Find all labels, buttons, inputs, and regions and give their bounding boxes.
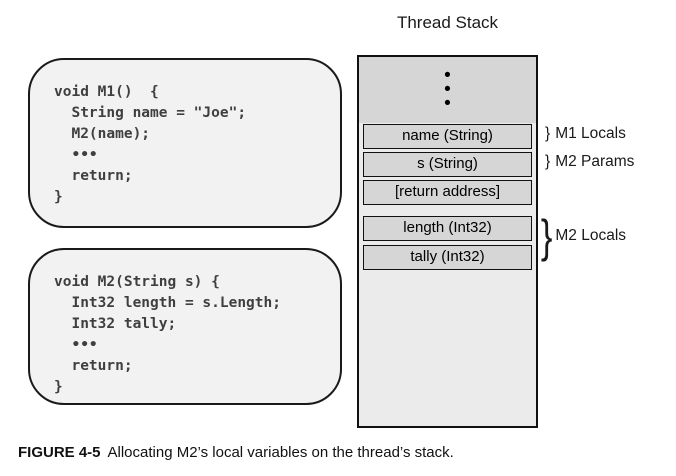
code-line: String name = "Joe"; [54, 105, 247, 121]
figure-caption-text: Allocating M2’s local variables on the t… [107, 444, 454, 461]
stack-cell-length: length (Int32) [363, 216, 532, 241]
brace-glyph: } [545, 125, 551, 142]
code-box-m1: void M1() { String name = "Joe"; M2(name… [28, 58, 342, 228]
brace-glyph-large: } [540, 210, 553, 262]
brace-glyph: } [545, 153, 551, 170]
stack-cell-s: s (String) [363, 152, 532, 177]
stack-cell-return-address: [return address] [363, 180, 532, 205]
annotation-label: M2 Locals [555, 227, 627, 244]
code-line: ••• [54, 337, 98, 353]
annotation-m1-locals: }M1 Locals [545, 125, 626, 143]
code-line: ••• [54, 147, 98, 163]
code-box-m2: void M2(String s) { Int32 length = s.Len… [28, 248, 342, 405]
code-line: } [54, 189, 63, 205]
code-line: } [54, 379, 63, 395]
code-line: Int32 length = s.Length; [54, 295, 281, 311]
code-line: return; [54, 358, 133, 374]
code-line: Int32 tally; [54, 316, 177, 332]
stack-cell-tally: tally (Int32) [363, 245, 532, 270]
annotation-m2-params: }M2 Params [545, 153, 634, 171]
ellipsis-dot: • [444, 65, 451, 86]
annotation-m2-locals: }M2 Locals [539, 206, 626, 266]
code-line: return; [54, 168, 133, 184]
figure-caption: FIGURE 4-5 Allocating M2’s local variable… [18, 444, 454, 461]
stack-ellipsis-region: • • • [359, 57, 536, 123]
code-line: void M2(String s) { [54, 274, 220, 290]
annotation-label: M1 Locals [555, 125, 626, 142]
ellipsis-dot: • [444, 93, 451, 114]
figure-caption-number: FIGURE 4-5 [18, 444, 101, 461]
thread-stack-column: • • • name (String) s (String) [return a… [357, 55, 538, 428]
stack-cell-name: name (String) [363, 124, 532, 149]
annotation-label: M2 Params [555, 153, 635, 170]
stack-title: Thread Stack [396, 13, 499, 32]
ellipsis-dot: • [444, 79, 451, 100]
code-line: M2(name); [54, 126, 151, 142]
code-line: void M1() { [54, 84, 159, 100]
